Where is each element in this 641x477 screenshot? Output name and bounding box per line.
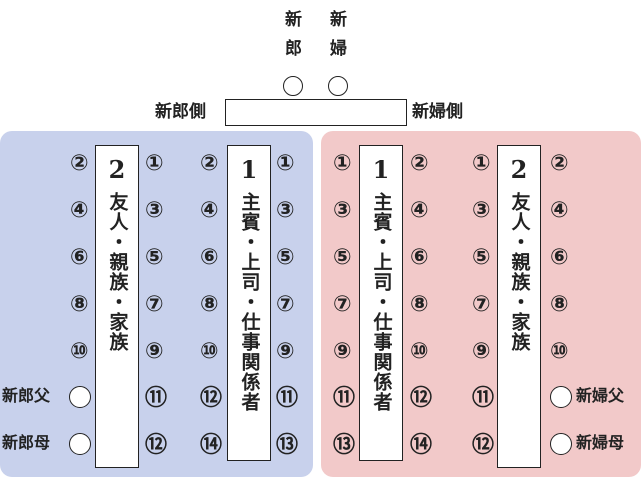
bride-father-label: 新婦父 — [576, 386, 625, 405]
table-label: 主賓・上司・仕事関係者 — [370, 192, 393, 412]
bride-mother-label: 新婦母 — [576, 433, 625, 452]
seat-number: ① — [145, 151, 164, 176]
seat-number: ④ — [70, 198, 89, 223]
bride-father-seat — [550, 386, 572, 408]
seat-number: ④ — [200, 198, 219, 223]
seat-number: ⑪ — [276, 386, 299, 411]
groom-father-seat — [69, 386, 91, 408]
seat-number: ⑨ — [145, 339, 164, 364]
seat-number: ⑫ — [145, 433, 168, 458]
seat-number: ⑫ — [200, 386, 223, 411]
groom-label: 新郎 — [281, 10, 301, 68]
seat-number: ⑬ — [333, 433, 356, 458]
seat-number: ② — [550, 151, 569, 176]
seat-number: ② — [70, 151, 89, 176]
table-label: 友人・親族・家族 — [106, 192, 129, 352]
seat-number: ⑦ — [333, 292, 352, 317]
seat-number: ⑬ — [276, 433, 299, 458]
groom-seat — [283, 76, 303, 96]
seat-number: ② — [410, 151, 429, 176]
seat-number: ⑥ — [200, 245, 219, 270]
bride-side-label: 新婦側 — [412, 102, 463, 122]
bride-mother-seat — [550, 433, 572, 455]
seat-number: ④ — [410, 198, 429, 223]
seat-number: ⑧ — [410, 292, 429, 317]
table-label: 友人・親族・家族 — [508, 192, 531, 352]
seat-number: ⑪ — [472, 386, 495, 411]
seat-number: ③ — [276, 198, 295, 223]
seat-number: ⑭ — [200, 433, 223, 458]
seat-number: ① — [333, 151, 352, 176]
seat-number: ⑤ — [276, 245, 295, 270]
seat-number: ⑩ — [410, 339, 429, 364]
groom-mother-label: 新郎母 — [2, 433, 51, 452]
bride-seat — [328, 76, 348, 96]
seat-number: ⑤ — [472, 245, 491, 270]
seat-number: ⑧ — [200, 292, 219, 317]
table-number: 2 — [108, 155, 126, 184]
seat-number: ⑩ — [200, 339, 219, 364]
groom-mother-seat — [69, 433, 91, 455]
bride-label: 新婦 — [326, 10, 346, 68]
seat-number: ① — [276, 151, 295, 176]
table-bride-1: 1 主賓・上司・仕事関係者 — [359, 145, 403, 461]
seat-number: ⑦ — [276, 292, 295, 317]
table-groom-2: 2 友人・親族・家族 — [95, 145, 139, 468]
seat-number: ④ — [550, 198, 569, 223]
seat-number: ⑨ — [276, 339, 295, 364]
seat-number: ⑧ — [70, 292, 89, 317]
seat-number: ③ — [333, 198, 352, 223]
table-number: 1 — [372, 155, 390, 184]
seat-number: ③ — [145, 198, 164, 223]
seat-number: ① — [472, 151, 491, 176]
table-groom-1: 1 主賓・上司・仕事関係者 — [227, 145, 271, 461]
seat-number: ⑥ — [550, 245, 569, 270]
table-number: 1 — [240, 155, 258, 184]
seat-number: ⑤ — [145, 245, 164, 270]
seat-number: ⑩ — [70, 339, 89, 364]
seat-number: ⑥ — [410, 245, 429, 270]
table-bride-2: 2 友人・親族・家族 — [497, 145, 541, 468]
seat-number: ⑫ — [472, 433, 495, 458]
seat-number: ⑨ — [472, 339, 491, 364]
groom-side-label: 新郎側 — [155, 102, 206, 122]
seat-number: ⑪ — [145, 386, 168, 411]
seat-number: ③ — [472, 198, 491, 223]
seat-number: ⑭ — [410, 433, 433, 458]
seat-number: ⑥ — [70, 245, 89, 270]
seat-number: ⑧ — [550, 292, 569, 317]
seat-number: ⑩ — [550, 339, 569, 364]
table-number: 2 — [510, 155, 528, 184]
table-label: 主賓・上司・仕事関係者 — [238, 192, 261, 412]
seat-number: ⑪ — [333, 386, 356, 411]
seat-number: ⑤ — [333, 245, 352, 270]
seat-number: ⑨ — [333, 339, 352, 364]
seat-number: ⑦ — [472, 292, 491, 317]
seat-number: ⑫ — [410, 386, 433, 411]
seat-number: ⑦ — [145, 292, 164, 317]
seat-number: ② — [200, 151, 219, 176]
high-table — [225, 99, 407, 126]
groom-father-label: 新郎父 — [2, 386, 51, 405]
